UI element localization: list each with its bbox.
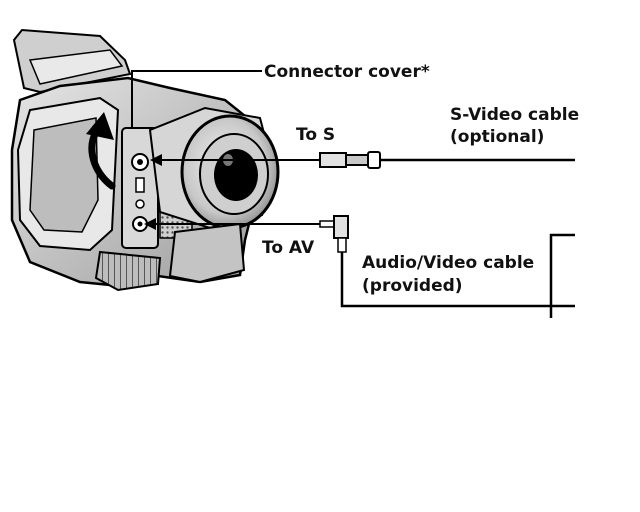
av-cable xyxy=(340,252,575,308)
svideo-cable-label: S-Video cable xyxy=(450,105,579,125)
svideo-cable-note: (optional) xyxy=(450,127,544,147)
svideo-plug xyxy=(319,151,381,169)
connector-cover-label: Connector cover* xyxy=(264,62,430,82)
av-cable-label: Audio/Video cable xyxy=(362,253,534,273)
av-cable-note: (provided) xyxy=(362,276,463,296)
camcorder-illustration xyxy=(10,28,280,292)
av-cable-branch xyxy=(549,233,575,318)
grip-strap xyxy=(94,250,162,292)
to-s-label: To S xyxy=(296,125,335,145)
connector-cover-leader xyxy=(131,70,262,128)
av-plug xyxy=(319,215,349,253)
to-av-label: To AV xyxy=(262,238,315,258)
